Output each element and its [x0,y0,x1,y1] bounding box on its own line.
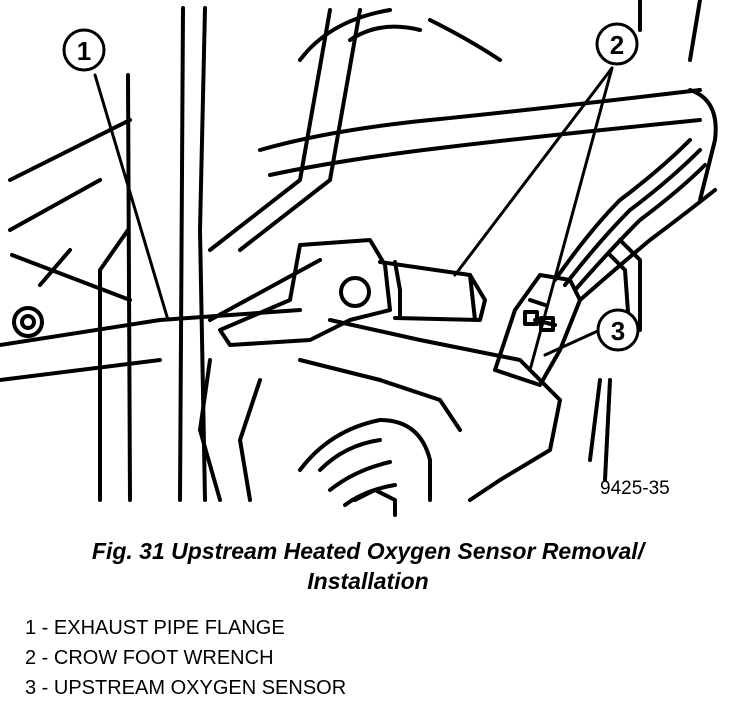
callout-3: 3 [596,308,640,352]
callout-2-number: 2 [610,30,624,60]
caption-line-2: Installation [307,568,429,594]
callout-1: 1 [62,28,106,72]
callout-1-number: 1 [77,36,91,66]
legend-item-3: 3 - UPSTREAM OXYGEN SENSOR [25,677,347,699]
figure-caption: Fig. 31 Upstream Heated Oxygen Sensor Re… [0,536,736,596]
legend-item-1: 1 - EXHAUST PIPE FLANGE [25,617,285,639]
callout-3-number: 3 [611,316,625,346]
callout-2: 2 [595,22,639,66]
legend-item-2: 2 - CROW FOOT WRENCH [25,647,274,669]
legend-list: 1 - EXHAUST PIPE FLANGE 2 - CROW FOOT WR… [25,613,346,703]
figure-code: 9425-35 [600,478,670,499]
caption-line-1: Fig. 31 Upstream Heated Oxygen Sensor Re… [91,538,645,564]
sensor-removal-illustration: 1 2 3 [0,0,718,517]
